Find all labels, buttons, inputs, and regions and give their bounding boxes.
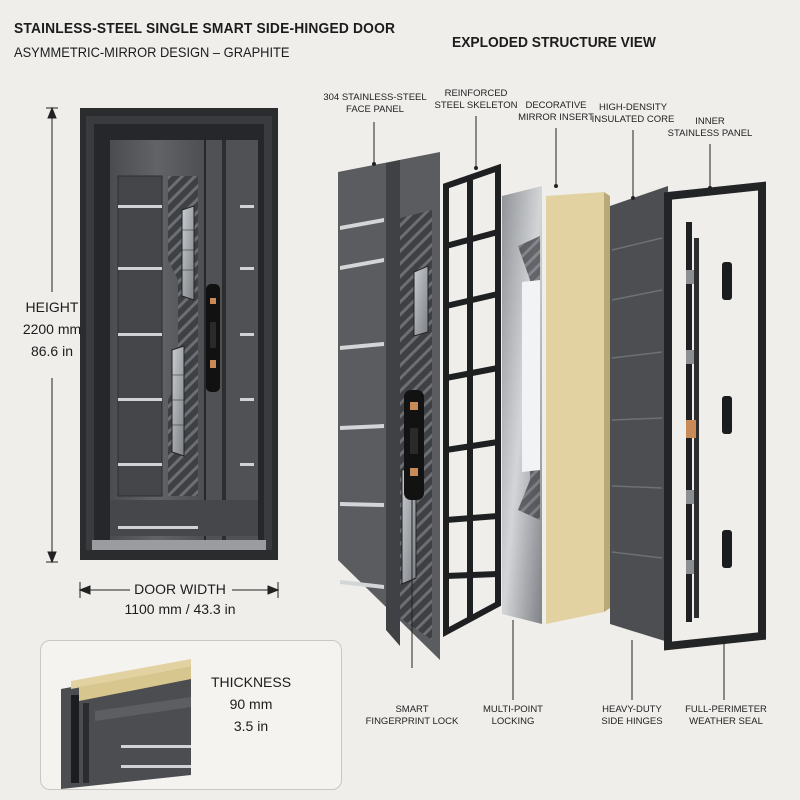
width-value: 1100 mm / 43.3 in xyxy=(124,601,236,617)
thickness-mm: 90 mm xyxy=(229,696,273,712)
thickness-detail: THICKNESS 90 mm 3.5 in xyxy=(40,640,342,790)
exploded-view-title: EXPLODED STRUCTURE VIEW xyxy=(452,34,656,51)
inner-panel xyxy=(610,181,766,651)
face-panel xyxy=(338,152,440,660)
height-in: 86.6 in xyxy=(30,343,74,359)
page-title: STAINLESS-STEEL SINGLE SMART SIDE-HINGED… xyxy=(14,20,396,37)
width-label: DOOR WIDTH xyxy=(134,581,226,597)
height-label: HEIGHT xyxy=(25,299,79,315)
assembled-door xyxy=(80,108,278,560)
width-dimension-line xyxy=(78,582,280,598)
height-mm: 2200 mm xyxy=(22,321,82,337)
thickness-section-icon xyxy=(61,659,191,789)
mirror-insert xyxy=(502,186,542,624)
thickness-in: 3.5 in xyxy=(233,718,269,734)
height-dimension-line xyxy=(46,106,58,564)
thickness-label: THICKNESS xyxy=(210,674,292,690)
page-subtitle: ASYMMETRIC-MIRROR DESIGN – GRAPHITE xyxy=(14,44,290,60)
steel-skeleton xyxy=(443,163,501,638)
insulated-core xyxy=(546,192,610,624)
callout-lines xyxy=(373,116,725,700)
